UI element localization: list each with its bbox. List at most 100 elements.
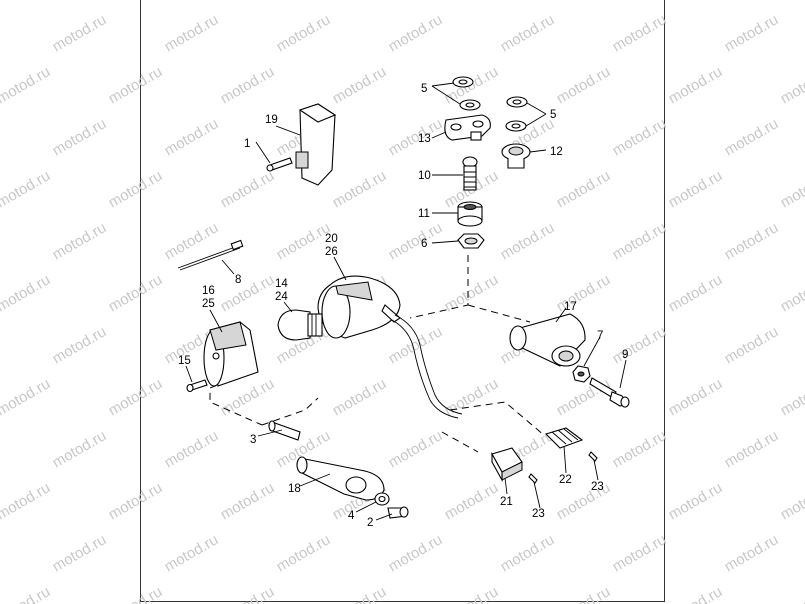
watermark-text: motod.ru — [386, 323, 446, 367]
watermark-text: motod.ru — [498, 219, 558, 263]
watermark-text: motod.ru — [778, 375, 805, 419]
callout-label: 24 — [275, 291, 288, 303]
diagram-frame — [140, 0, 665, 602]
watermark-text: motod.ru — [218, 271, 278, 315]
watermark-text: motod.ru — [50, 427, 110, 471]
watermark-text: motod.ru — [106, 0, 166, 3]
spring-pin-part — [462, 156, 478, 191]
cable-tie-part — [177, 239, 244, 271]
watermark-text: motod.ru — [162, 11, 222, 55]
callout-label: 9 — [622, 349, 628, 361]
watermark-text: motod.ru — [50, 115, 110, 159]
watermark-text: motod.ru — [442, 583, 502, 604]
callout-labels: 1 19 5 5 13 12 10 11 6 20 26 8 14 24 16 … — [178, 83, 628, 529]
callout-leaders — [185, 82, 627, 521]
watermark-text: motod.ru — [50, 531, 110, 575]
watermark-text: motod.ru — [778, 63, 805, 107]
watermark-text: motod.ru — [386, 11, 446, 55]
watermark-text: motod.ru — [778, 583, 805, 604]
watermark-text: motod.ru — [610, 531, 670, 575]
watermark-text: motod.ru — [106, 375, 166, 419]
watermark-text: motod.ru — [50, 11, 110, 55]
watermark-text: motod.ru — [0, 375, 53, 419]
watermark-text: motod.ru — [442, 271, 502, 315]
control-module-part — [266, 103, 337, 186]
cap-nut-part — [501, 143, 531, 169]
watermark-text: motod.ru — [442, 479, 502, 523]
watermark-text: motod.ru — [106, 479, 166, 523]
callout-label: 7 — [597, 330, 603, 342]
watermark-text: motod.ru — [610, 323, 670, 367]
callout-label: 22 — [559, 474, 572, 486]
watermark-text: motod.ru — [610, 115, 670, 159]
watermark-text: motod.ru — [0, 271, 53, 315]
callout-label: 15 — [178, 355, 191, 367]
watermark-text: motod.ru — [0, 63, 53, 107]
mounting-arm-part — [296, 456, 385, 501]
watermark-text: motod.ru — [0, 583, 53, 604]
watermark-text: motod.ru — [554, 167, 614, 211]
watermark-text: motod.ru — [330, 167, 390, 211]
watermark-text: motod.ru — [666, 271, 726, 315]
watermark-text: motod.ru — [106, 167, 166, 211]
sleeve-part — [509, 313, 586, 367]
callout-label: 19 — [265, 114, 278, 126]
watermark-text: motod.ru — [330, 0, 390, 3]
watermark-text: motod.ru — [162, 427, 222, 471]
watermark-text: motod.ru — [498, 11, 558, 55]
lamp-housing-part — [317, 275, 401, 339]
watermark-text: motod.ru — [218, 0, 278, 3]
watermark-text: motod.ru — [554, 63, 614, 107]
watermark-text: motod.ru — [554, 583, 614, 604]
grommet-part — [457, 201, 483, 227]
watermark-text: motod.ru — [0, 479, 53, 523]
watermark-text: motod.ru — [442, 375, 502, 419]
watermark-text: motod.ru — [722, 115, 782, 159]
watermark-text: motod.ru — [610, 11, 670, 55]
watermark-text: motod.ru — [666, 0, 726, 3]
callout-label: 23 — [532, 508, 545, 520]
watermark-text: motod.ru — [722, 11, 782, 55]
callout-label: 3 — [250, 434, 256, 446]
watermark-text: motod.ru — [106, 271, 166, 315]
watermark-text: motod.ru — [162, 531, 222, 575]
watermark-text: motod.ru — [386, 219, 446, 263]
bracket-part — [444, 114, 491, 141]
watermark-text: motod.ru — [610, 427, 670, 471]
watermark-text: motod.ru — [0, 167, 53, 211]
callout-label: 8 — [235, 274, 241, 286]
callout-label: 1 — [244, 138, 250, 150]
callout-label: 18 — [288, 483, 301, 495]
callout-label: 5 — [550, 109, 556, 121]
watermark-text: motod.ru — [442, 0, 502, 3]
callout-label: 21 — [500, 496, 513, 508]
callout-label: 26 — [325, 246, 338, 258]
hex-nut-part — [457, 233, 485, 249]
watermark-text: motod.ru — [554, 0, 614, 3]
connector-housing-part — [491, 447, 523, 483]
callout-label: 10 — [418, 170, 431, 182]
watermark-text: motod.ru — [330, 375, 390, 419]
watermark-text: motod.ru — [162, 115, 222, 159]
watermark-text: motod.ru — [330, 583, 390, 604]
callout-label: 6 — [421, 238, 427, 250]
watermark-text: motod.ru — [386, 427, 446, 471]
callout-label: 12 — [550, 146, 563, 158]
assembly-lines — [209, 255, 546, 453]
terminal-pin-parts — [528, 451, 598, 484]
watermark-text: motod.ru — [498, 531, 558, 575]
callout-label: 13 — [418, 133, 431, 145]
watermark-text: motod.ru — [106, 63, 166, 107]
watermark-text: motod.ru — [330, 63, 390, 107]
watermark-text: motod.ru — [50, 219, 110, 263]
watermark-text: motod.ru — [666, 63, 726, 107]
mount-bolt-part — [589, 377, 630, 408]
watermark-text: motod.ru — [778, 167, 805, 211]
callout-label: 20 — [325, 233, 338, 245]
terminal-block-part — [544, 427, 584, 449]
callout-label: 11 — [418, 208, 430, 220]
watermark-text: motod.ru — [722, 323, 782, 367]
mount-nut-part — [572, 365, 591, 383]
